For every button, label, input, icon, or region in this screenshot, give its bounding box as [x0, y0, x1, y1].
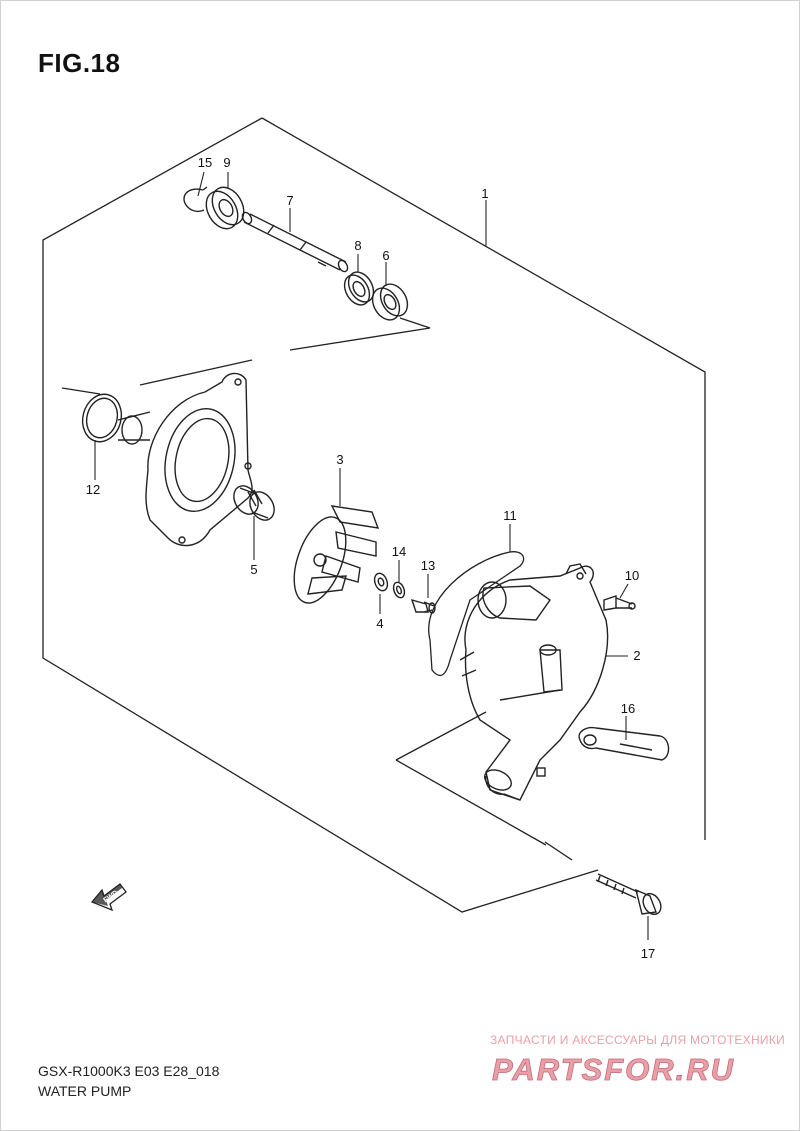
seal-part-8[interactable]	[339, 268, 378, 310]
callout-1: 1	[481, 186, 488, 201]
bearing-part-9[interactable]	[200, 182, 250, 235]
assembly-boundary	[42, 117, 706, 913]
pump-case-part-2[interactable]	[459, 563, 609, 801]
callout-12: 12	[86, 482, 100, 497]
fwd-arrow-icon: FWD	[90, 883, 127, 912]
pump-cover[interactable]	[117, 372, 253, 547]
watermark-tagline: ЗАПЧАСТИ И АКСЕССУАРЫ ДЛЯ МОТОТЕХНИКИ	[490, 1033, 786, 1047]
bracket-part-16[interactable]	[578, 726, 670, 761]
o-ring-part-12[interactable]	[77, 390, 126, 446]
callout-9: 9	[223, 155, 230, 170]
circlip-part-15[interactable]	[183, 186, 208, 213]
callout-13: 13	[421, 558, 435, 573]
bolt-part-10[interactable]	[603, 595, 636, 611]
callout-labels: 15 9 7 1 8 6 12 3 5 11 14 13 10 4 2 16 1…	[86, 155, 655, 961]
callout-10: 10	[625, 568, 639, 583]
mechanical-seal-part-5[interactable]	[229, 482, 279, 525]
callout-7: 7	[286, 193, 293, 208]
shaft-part-7[interactable]	[241, 211, 350, 273]
callout-4: 4	[376, 616, 383, 631]
gasket-washer-part-14[interactable]	[392, 581, 407, 599]
model-code: GSX-R1000K3 E03 E28_018	[38, 1063, 220, 1079]
bolt-part-13[interactable]	[410, 598, 436, 614]
callout-14: 14	[392, 544, 406, 559]
impeller-part-3[interactable]	[284, 505, 380, 610]
callout-6: 6	[382, 248, 389, 263]
leader-lines	[94, 171, 649, 940]
callout-16: 16	[621, 701, 635, 716]
watermark-brand: PARTSFOR.RU	[492, 1052, 735, 1086]
bearing-part-6[interactable]	[367, 279, 413, 324]
figure-title: FIG.18	[38, 48, 121, 78]
callout-3: 3	[336, 452, 343, 467]
callout-17: 17	[641, 946, 655, 961]
callout-2: 2	[633, 648, 640, 663]
gasket-part-11[interactable]	[428, 551, 525, 677]
watermark-logo: PARTSFOR.RU	[492, 1052, 735, 1086]
bolt-part-17[interactable]	[595, 873, 664, 918]
callout-15: 15	[198, 155, 212, 170]
callout-5: 5	[250, 562, 257, 577]
callout-11: 11	[503, 508, 517, 523]
washer-part-4[interactable]	[372, 571, 389, 592]
callout-8: 8	[354, 238, 361, 253]
section-name: WATER PUMP	[38, 1083, 132, 1099]
